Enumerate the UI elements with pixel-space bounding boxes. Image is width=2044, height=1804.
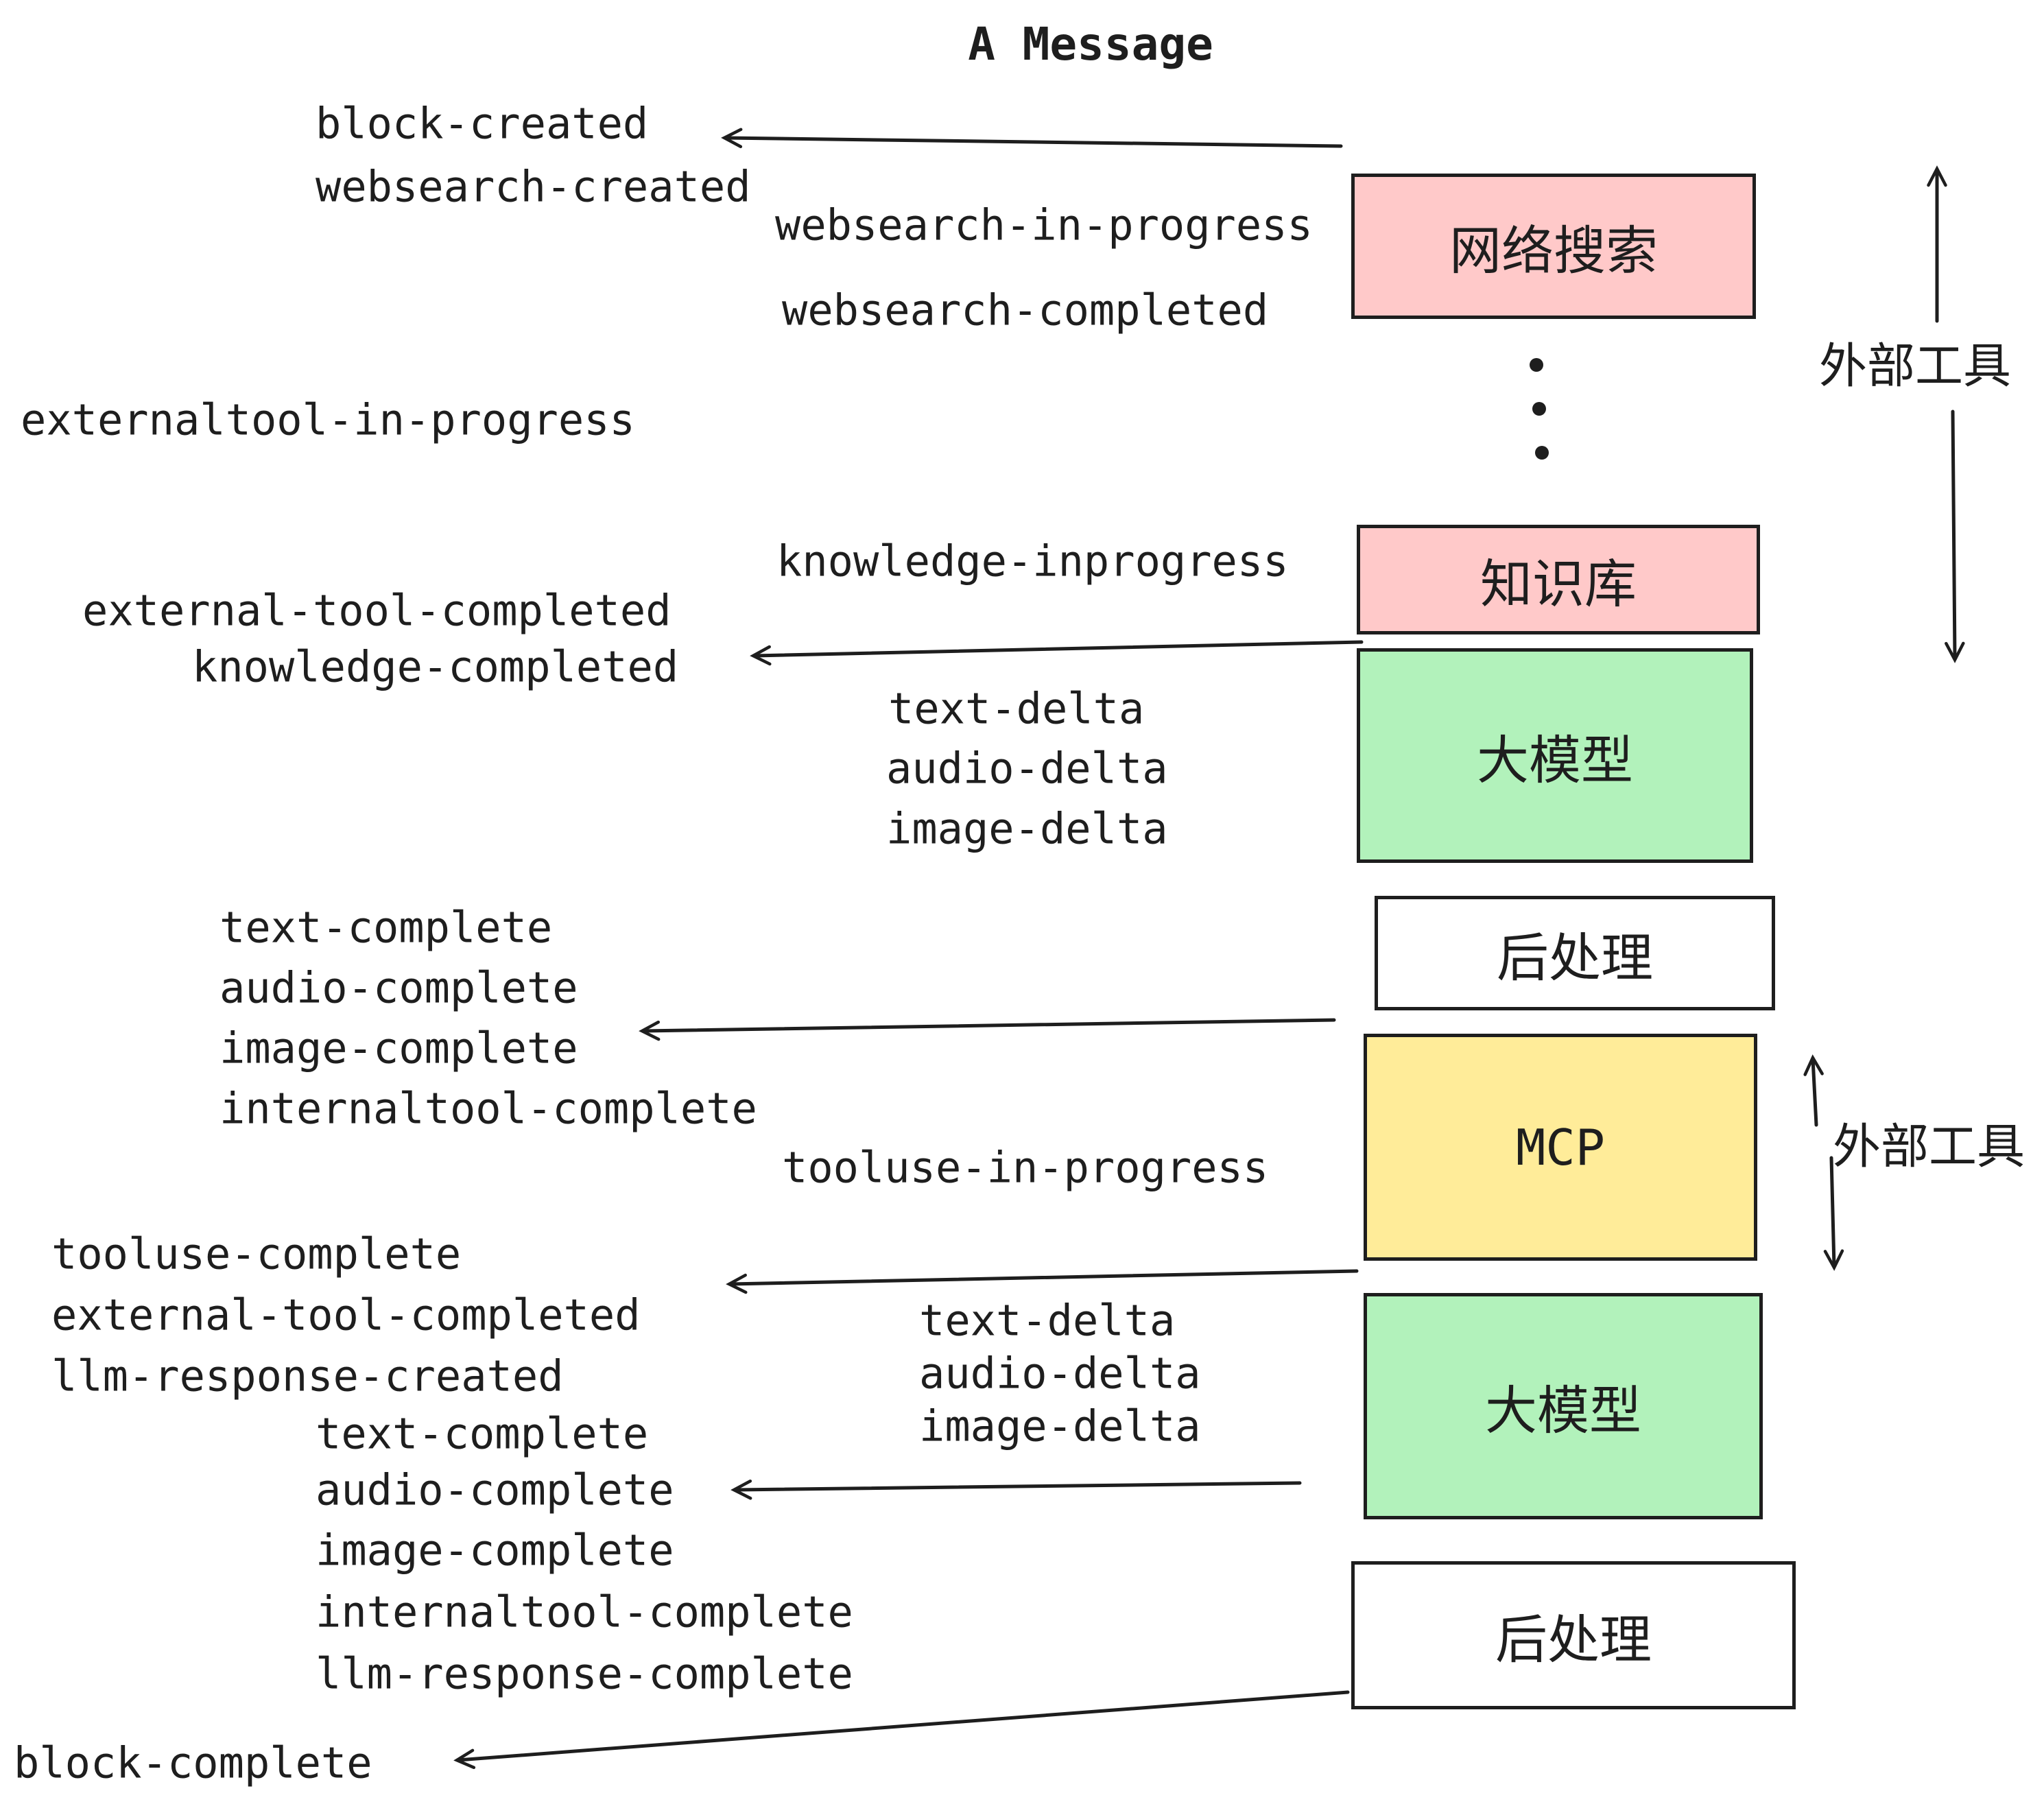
node-mcp: MCP: [1364, 1034, 1757, 1261]
node-knowledge-label: 知识库: [1480, 554, 1637, 615]
event-label-text-complete: text-complete: [219, 902, 553, 953]
arrow-external-tools-down-2: [1823, 1156, 1844, 1271]
arrow-external-tools-down-1: [1945, 410, 1965, 663]
node-postprocess-2: 后处理: [1351, 1561, 1796, 1709]
event-label-audio-delta-2: audio-delta: [919, 1348, 1201, 1399]
event-label-image-delta-2: image-delta: [919, 1401, 1201, 1451]
external-tools-label-mcp: 外部工具: [1833, 1118, 2025, 1175]
event-label-image-complete: image-complete: [219, 1023, 578, 1073]
event-label-knowledge-completed: knowledge-completed: [192, 641, 679, 692]
node-knowledge: 知识库: [1357, 525, 1760, 634]
event-label-llm-response-complete: llm-response-complete: [316, 1648, 853, 1699]
event-label-tooluse-complete: tooluse-complete: [51, 1229, 462, 1279]
node-postprocess-2-label: 后处理: [1495, 1609, 1652, 1670]
event-label-knowledge-inprogress: knowledge-inprogress: [776, 536, 1289, 586]
node-llm-2: 大模型: [1364, 1293, 1763, 1519]
node-llm-1: 大模型: [1357, 648, 1753, 863]
event-label-external-tool-completed: external-tool-completed: [82, 585, 672, 636]
arrow-audio-complete-2: [730, 1479, 1302, 1500]
event-label-websearch-completed: websearch-completed: [782, 285, 1269, 335]
event-label-websearch-in-progress: websearch-in-progress: [775, 200, 1313, 250]
arrow-tooluse-complete: [726, 1269, 1359, 1294]
event-label-block-complete: block-complete: [14, 1737, 372, 1788]
external-tools-label-top: 外部工具: [1819, 337, 2011, 394]
arrow-block-complete: [453, 1690, 1350, 1770]
event-label-llm-response-created: llm-response-created: [51, 1351, 564, 1401]
event-label-image-delta: image-delta: [886, 803, 1168, 854]
page-title: A Message: [968, 18, 1213, 71]
arrow-websearch-created: [721, 128, 1343, 149]
event-label-websearch-created: websearch-created: [316, 161, 751, 212]
node-postprocess-1-label: 后处理: [1497, 927, 1653, 988]
event-label-externaltool-in-progress: externaltool-in-progress: [21, 394, 635, 445]
node-postprocess-1: 后处理: [1375, 896, 1775, 1010]
event-label-audio-complete-2: audio-complete: [316, 1464, 674, 1515]
event-label-text-complete-2: text-complete: [316, 1408, 649, 1459]
arrow-knowledge-completed: [750, 640, 1364, 666]
event-label-image-complete-2: image-complete: [316, 1525, 674, 1576]
ellipsis-dot-2: [1532, 402, 1546, 416]
node-websearch-label: 网络搜索: [1449, 220, 1658, 281]
node-websearch: 网络搜索: [1351, 174, 1756, 319]
arrow-image-complete: [639, 1018, 1336, 1041]
event-label-external-tool-completed-2: external-tool-completed: [51, 1290, 641, 1340]
event-label-text-delta: text-delta: [888, 683, 1145, 734]
event-label-block-created: block-created: [316, 98, 649, 149]
node-llm-2-label: 大模型: [1485, 1380, 1641, 1441]
event-label-audio-delta: audio-delta: [886, 743, 1168, 794]
event-label-internaltool-complete: internaltool-complete: [219, 1083, 757, 1134]
node-mcp-label: MCP: [1515, 1118, 1606, 1176]
ellipsis-dot-1: [1530, 358, 1543, 372]
ellipsis-dot-3: [1535, 446, 1549, 460]
event-label-tooluse-in-progress: tooluse-in-progress: [782, 1142, 1269, 1193]
event-label-internaltool-complete-2: internaltool-complete: [316, 1587, 853, 1637]
arrow-external-tools-up-2: [1803, 1054, 1824, 1127]
event-label-audio-complete: audio-complete: [219, 962, 578, 1013]
node-llm-1-label: 大模型: [1477, 729, 1633, 791]
event-label-text-delta-2: text-delta: [919, 1295, 1176, 1346]
